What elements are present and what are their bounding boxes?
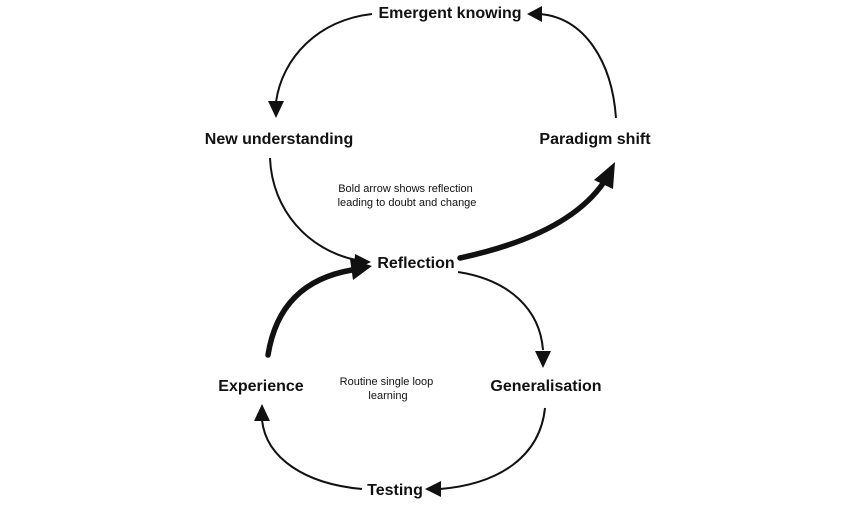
node-emergent-knowing: Emergent knowing: [378, 5, 521, 22]
note-bold-arrow-line: leading to doubt and change: [338, 197, 477, 209]
arrow-reflection-to-generalisation: [457, 271, 551, 368]
note-bold-arrow: Bold arrow shows reflection leading to d…: [338, 183, 477, 209]
bold-arrow-experience-to-reflection: [265, 259, 372, 358]
note-single-loop-line: Routine single loop: [340, 376, 434, 388]
node-generalisation: Generalisation: [490, 378, 601, 395]
node-new-understanding: New understanding: [205, 131, 353, 148]
arrow-generalisation-to-testing: [425, 407, 546, 497]
arrow-paradigm-to-emergent: [527, 6, 617, 119]
note-single-loop: Routine single loop learning: [340, 376, 437, 402]
bold-arrow-reflection-to-paradigm: [457, 162, 615, 261]
node-reflection: Reflection: [377, 255, 454, 272]
node-paradigm-shift: Paradigm shift: [539, 131, 651, 148]
node-testing: Testing: [367, 482, 423, 499]
note-bold-arrow-line: Bold arrow shows reflection: [338, 183, 473, 195]
arrow-testing-to-experience: [254, 404, 363, 490]
node-experience: Experience: [218, 378, 303, 395]
note-single-loop-line: learning: [368, 390, 407, 402]
arrow-new-understanding-to-reflection: [269, 157, 371, 270]
arrow-emergent-to-new-understanding: [268, 13, 373, 118]
